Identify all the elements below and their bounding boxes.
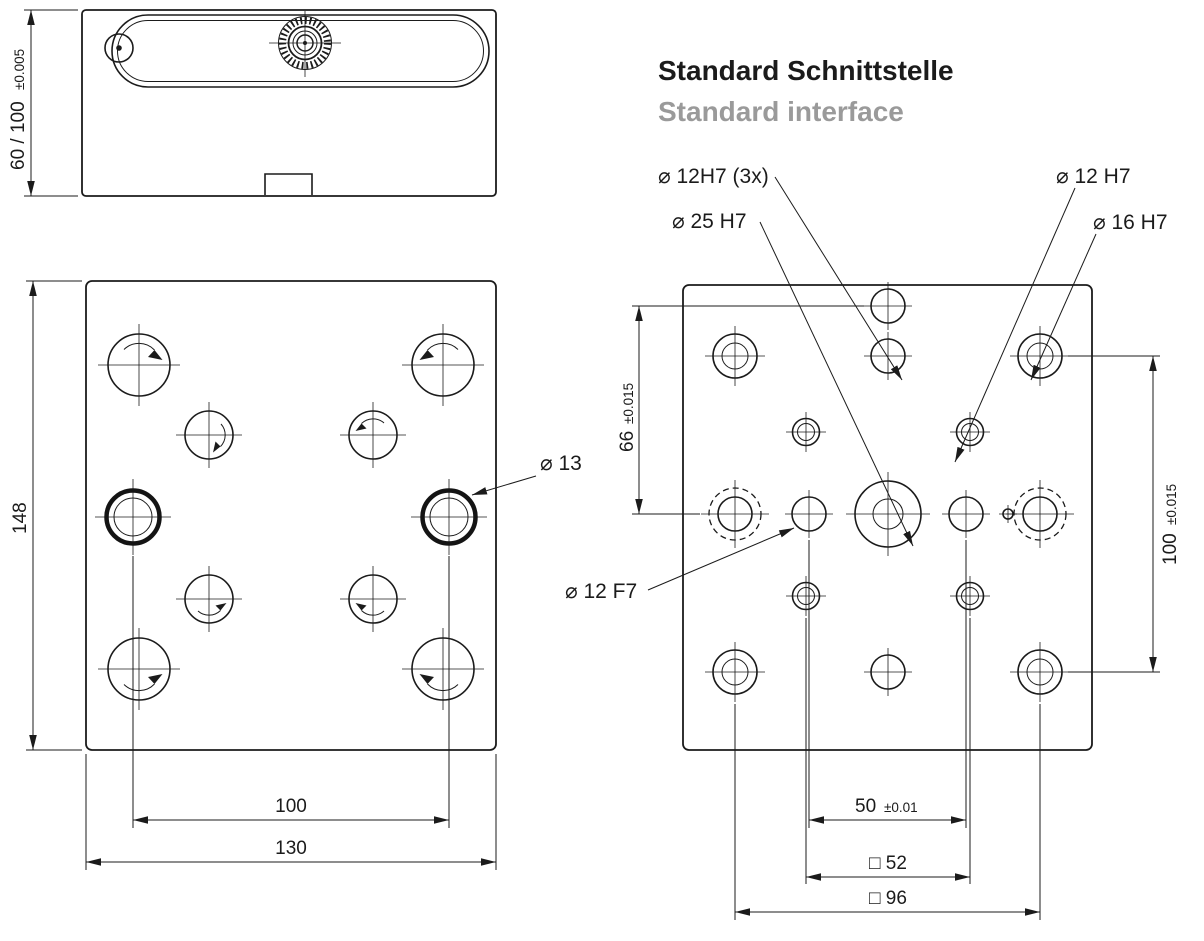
hole-d12f7 xyxy=(784,489,834,539)
leader-line xyxy=(774,176,903,381)
dim-value: 60 / 100 xyxy=(8,101,29,170)
bottom-notch xyxy=(264,173,313,195)
dim-value: 148 xyxy=(10,502,31,534)
dim-front-width: 130 xyxy=(85,754,497,870)
dim-value: 100 xyxy=(275,796,307,817)
callout-d12f7: ⌀ 12 F7 xyxy=(565,527,795,603)
threaded-hole xyxy=(401,323,485,407)
threaded-hole xyxy=(97,323,181,407)
index-pin-center xyxy=(116,45,122,51)
threaded-hole xyxy=(175,565,243,633)
dim-value: 66 xyxy=(617,431,638,452)
hole-d12h7 xyxy=(863,281,913,331)
leader-line xyxy=(647,527,795,591)
front-view: ⌀ 13 148 100 130 xyxy=(10,280,582,870)
counterbore-hole-small xyxy=(785,411,827,453)
dim-100-vertical: 100 ±0.015 xyxy=(1068,355,1181,673)
dim-value: 100 xyxy=(1160,533,1181,565)
leader-line xyxy=(1030,233,1097,381)
dim-square-96: □ 96 xyxy=(734,704,1041,920)
hole-d12h7 xyxy=(863,647,913,697)
dim-front-height: 148 xyxy=(10,280,82,751)
front-plate-outline xyxy=(85,280,497,751)
threaded-hole xyxy=(401,627,485,711)
callout-d12h7-3x: ⌀ 12H7 (3x) xyxy=(658,165,903,381)
dim-tolerance: ±0.015 xyxy=(621,383,636,424)
leader-line xyxy=(954,187,1076,463)
threaded-hole xyxy=(175,401,243,469)
dim-tolerance: ±0.01 xyxy=(884,800,918,815)
counterbore-hole-small xyxy=(785,575,827,617)
fitted-hole-d13 xyxy=(95,479,171,555)
side-plate-outline xyxy=(81,9,497,197)
counterbore-hole-d16 xyxy=(1009,641,1071,703)
dim-tolerance: ±0.005 xyxy=(12,49,27,90)
dim-value: 50 xyxy=(855,796,876,817)
callout-label: ⌀ 16 H7 xyxy=(1093,211,1168,234)
callout-d13: ⌀ 13 xyxy=(471,452,582,496)
hidden-counterbore-hole xyxy=(700,479,770,549)
callout-label: ⌀ 12 F7 xyxy=(565,580,637,603)
threaded-hole xyxy=(339,565,407,633)
hole-d12h7 xyxy=(863,331,913,381)
counterbore-hole-small xyxy=(949,411,991,453)
interface-plate-outline xyxy=(682,284,1093,751)
counterbore-hole-small xyxy=(949,575,991,617)
side-view: 60 / 100 ±0.005 xyxy=(8,9,497,197)
dim-50: 50 ±0.01 xyxy=(808,540,967,828)
callout-label: ⌀ 12 H7 xyxy=(1056,165,1131,188)
tiny-hole xyxy=(999,505,1017,523)
hole xyxy=(941,489,991,539)
callout-d12h7: ⌀ 12 H7 xyxy=(954,165,1131,463)
dim-value: □ 52 xyxy=(869,853,907,874)
callout-label: ⌀ 25 H7 xyxy=(672,210,747,233)
threaded-hole xyxy=(339,401,407,469)
counterbore-hole-d16 xyxy=(704,325,766,387)
page-subtitle: Standard interface xyxy=(658,96,904,127)
index-pin-hole xyxy=(104,33,134,63)
dim-side-height: 60 / 100 ±0.005 xyxy=(8,9,78,197)
dim-tolerance: ±0.015 xyxy=(1164,484,1179,525)
top-view: Standard Schnittstelle Standard interfac… xyxy=(565,55,1181,920)
counterbore-hole-d16 xyxy=(1009,325,1071,387)
slot-inner-edge xyxy=(117,20,484,82)
leader-line xyxy=(759,221,914,547)
fitted-hole-d13 xyxy=(411,479,487,555)
dim-66: 66 ±0.015 xyxy=(617,305,864,515)
counterbore-hole-d16 xyxy=(704,641,766,703)
slot-outer-edge xyxy=(111,14,490,88)
dim-square-52: □ 52 xyxy=(805,618,971,884)
dim-value: □ 96 xyxy=(869,888,907,909)
callout-d25h7: ⌀ 25 H7 xyxy=(672,210,914,547)
callout-d16h7: ⌀ 16 H7 xyxy=(1030,211,1168,381)
leader-line xyxy=(471,475,537,496)
page-title: Standard Schnittstelle xyxy=(658,55,954,86)
callout-label: ⌀ 12H7 (3x) xyxy=(658,165,769,188)
threaded-hole xyxy=(97,627,181,711)
dim-front-hole-spacing: 100 xyxy=(132,556,450,828)
callout-label: ⌀ 13 xyxy=(540,452,582,475)
center-bore-d25 xyxy=(845,471,931,557)
dim-value: 130 xyxy=(275,838,307,859)
knurled-boss xyxy=(269,11,341,77)
